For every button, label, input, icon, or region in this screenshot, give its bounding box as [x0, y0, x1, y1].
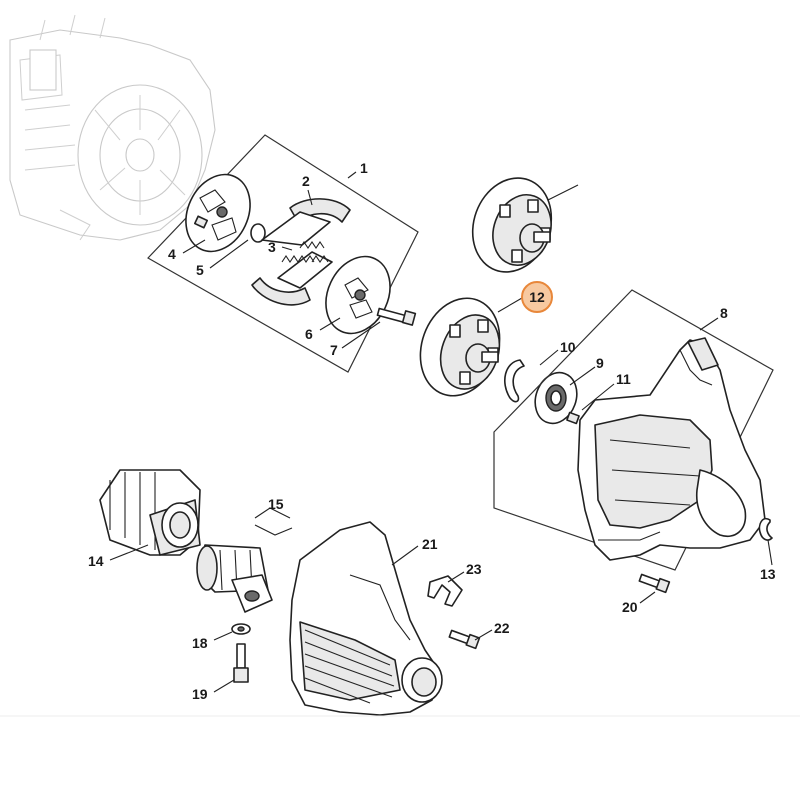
callout-12-highlight — [521, 281, 553, 313]
callout-11[interactable]: 11 — [616, 371, 631, 387]
callout-4[interactable]: 4 — [168, 246, 176, 262]
callout-21[interactable]: 21 — [422, 536, 438, 552]
callout-12[interactable]: 12 — [529, 289, 545, 305]
clutch-screw-part[interactable] — [376, 307, 417, 326]
callout-20[interactable]: 20 — [622, 599, 638, 615]
circlip-part[interactable] — [504, 359, 525, 403]
callout-13[interactable]: 13 — [760, 566, 776, 582]
leader-lines — [109, 171, 773, 693]
pin-part[interactable] — [566, 411, 580, 425]
callout-18[interactable]: 18 — [192, 635, 208, 651]
callout-14[interactable]: 14 — [88, 553, 104, 569]
clip-part[interactable] — [427, 575, 463, 607]
clutch-spring-part[interactable] — [281, 241, 329, 263]
housing-circlip-part[interactable] — [758, 517, 773, 541]
callout-22[interactable]: 22 — [494, 620, 510, 636]
callout-23[interactable]: 23 — [466, 561, 482, 577]
callout-5[interactable]: 5 — [196, 262, 204, 278]
callout-7[interactable]: 7 — [330, 342, 338, 358]
sleeve-leader-marks — [254, 507, 293, 536]
callout-3[interactable]: 3 — [268, 239, 276, 255]
callout-8[interactable]: 8 — [720, 305, 728, 321]
clutch-drum-part[interactable] — [407, 287, 513, 407]
clutch-shoes-part[interactable] — [251, 198, 351, 306]
callout-labels: 1 2 3 4 5 6 7 8 9 10 11 12 13 14 15 18 1… — [88, 160, 776, 702]
callout-1[interactable]: 1 — [360, 160, 368, 176]
callout-9[interactable]: 9 — [596, 355, 604, 371]
callout-19[interactable]: 19 — [192, 686, 208, 702]
housing-screw-part[interactable] — [638, 573, 671, 594]
washer-part[interactable] — [250, 223, 266, 243]
callout-2[interactable]: 2 — [302, 173, 310, 189]
engine-background-illustration — [9, 14, 216, 241]
shaft-screw-part[interactable] — [233, 643, 249, 683]
clutch-plate-part[interactable] — [314, 246, 402, 344]
sleeve-part[interactable] — [196, 544, 273, 613]
shaft-housing-part[interactable] — [99, 469, 201, 556]
clutch-housing-part[interactable] — [577, 337, 766, 561]
callout-6[interactable]: 6 — [305, 326, 313, 342]
callout-10[interactable]: 10 — [560, 339, 576, 355]
clutch-carrier-part[interactable] — [174, 164, 262, 262]
guard-cover-part[interactable] — [289, 521, 443, 716]
cover-screw-part[interactable] — [448, 629, 481, 650]
clutch-drum-alt-view — [471, 177, 579, 273]
callout-15[interactable]: 15 — [268, 496, 284, 512]
bearing-part[interactable] — [528, 367, 583, 430]
